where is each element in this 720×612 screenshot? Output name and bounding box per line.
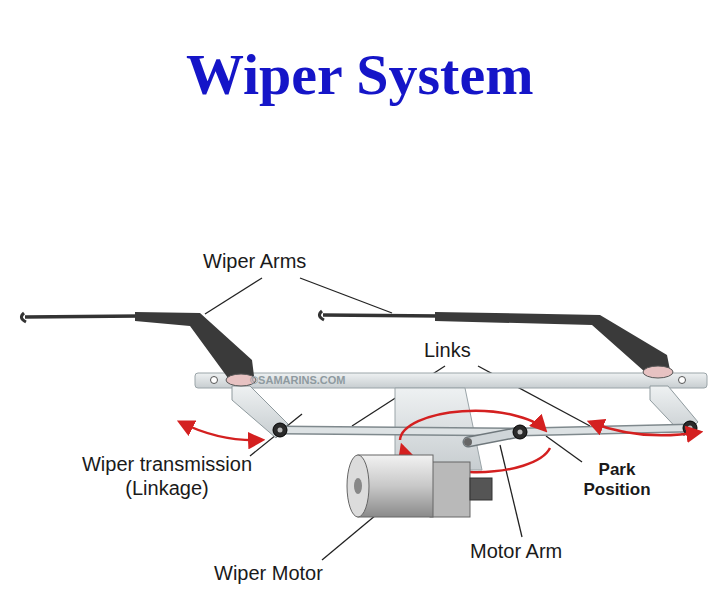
bolt	[211, 377, 218, 384]
wiper-motor	[347, 455, 492, 517]
transmission-frame	[195, 373, 707, 388]
links	[280, 428, 690, 432]
part-label: Park Position	[572, 460, 662, 501]
part-label: Motor Arm	[470, 539, 562, 563]
wiper-arm	[319, 311, 673, 378]
part-label: Wiper Arms	[203, 249, 306, 273]
part-label: Wiper Motor	[214, 561, 323, 585]
link-joints	[273, 421, 697, 439]
part-label: Wiper transmission (Linkage)	[62, 452, 272, 500]
diagram-title: Wiper System	[186, 40, 533, 110]
pivot-crank	[232, 386, 288, 438]
bolt	[679, 377, 686, 384]
part-label: Links	[424, 338, 471, 362]
watermark: ©SAMARINS.COM	[250, 374, 346, 387]
wiper-arm	[21, 312, 256, 386]
motor-arm	[464, 432, 520, 446]
